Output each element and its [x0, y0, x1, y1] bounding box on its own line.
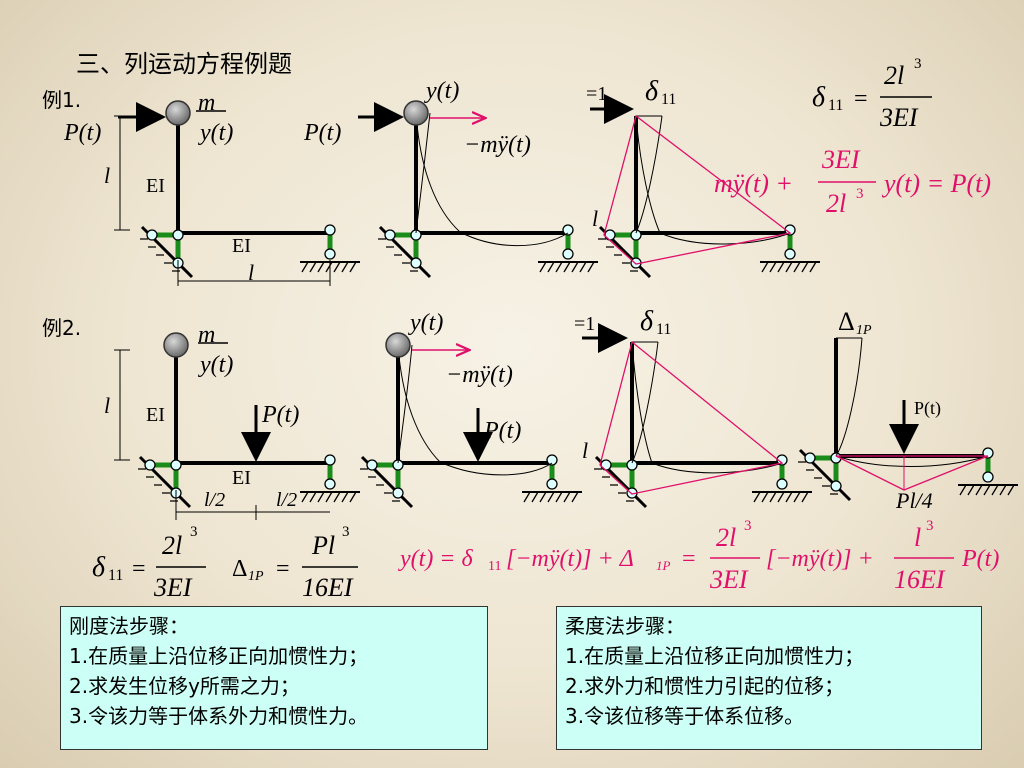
stiffness-step-2: 2.求发生位移y所需之力； [69, 674, 300, 698]
svg-text:=: = [132, 556, 146, 582]
stiffness-step-1: 1.在质量上沿位移正向加惯性力； [69, 644, 369, 668]
inertia-force-label: −mÿ(t) [464, 132, 531, 158]
ex1-unit-load: =1 δ 11 l [586, 76, 820, 277]
svg-text:2l: 2l [884, 61, 904, 90]
svg-text:l: l [914, 523, 921, 552]
flexibility-step-2: 2.求外力和惯性力引起的位移； [565, 674, 845, 698]
ex2-frame-b: y(t) −mÿ(t) P(t) [360, 310, 582, 507]
svg-text:y(t) = P(t): y(t) = P(t) [881, 169, 991, 198]
svg-text:y(t) = δ: y(t) = δ [398, 546, 474, 572]
unit-load-label: =1 [574, 313, 595, 335]
svg-text:Pl: Pl [311, 531, 335, 560]
length-label: l [104, 163, 110, 188]
svg-text:3: 3 [744, 518, 752, 534]
svg-text:2l: 2l [162, 531, 182, 560]
half-length-label: l/2 [204, 489, 225, 511]
stiffness-method-box: 刚度法步骤： 1.在质量上沿位移正向加惯性力； 2.求发生位移y所需之力； 3.… [60, 606, 488, 750]
ei-beam-label: EI [232, 235, 251, 257]
moment-value-label: Pl/4 [895, 488, 933, 513]
svg-text:11: 11 [828, 97, 843, 114]
length-label: l [104, 393, 110, 418]
length-label: l [592, 206, 598, 231]
example1-label: 例1. [42, 88, 82, 112]
section-heading: 三、列运动方程例题 [76, 50, 292, 78]
ex2-load-diagram: Δ 1P P(t) Pl/4 [798, 307, 1018, 513]
svg-text:16EI: 16EI [302, 573, 354, 602]
stiffness-box-title: 刚度法步骤： [69, 614, 189, 638]
length-label: l [248, 260, 254, 285]
ex2-delta1p-formula: Δ 1P = Pl 3 16EI [232, 524, 358, 602]
mass-label: m [198, 90, 215, 116]
ex2-frame-a: m y(t) P(t) l EI EI l/2 l/2 [104, 322, 360, 520]
svg-text:3EI: 3EI [709, 565, 749, 594]
example2-label: 例2. [42, 316, 82, 340]
ei-beam-label: EI [232, 467, 251, 489]
delta-1p-label: Δ [838, 307, 855, 336]
svg-text:3: 3 [856, 186, 864, 202]
flexibility-box-title: 柔度法步骤： [565, 614, 685, 638]
displacement-label: y(t) [424, 78, 459, 104]
svg-text:2l: 2l [826, 189, 846, 218]
displacement-label: y(t) [408, 310, 443, 336]
svg-text:3: 3 [914, 56, 922, 72]
ex1-equation: mÿ(t) + 3EI 2l 3 y(t) = P(t) [714, 145, 991, 218]
svg-text:1P: 1P [248, 569, 264, 584]
svg-text:11: 11 [488, 559, 501, 574]
flexibility-step-3: 3.令该位移等于体系位移。 [565, 704, 805, 728]
displacement-label: y(t) [198, 352, 233, 378]
svg-text:3EI: 3EI [153, 573, 193, 602]
svg-text:=: = [682, 546, 696, 572]
ex1-frame-a: P(t) m y(t) l EI EI l [63, 90, 360, 286]
ei-column-label: EI [146, 404, 165, 426]
unit-load-label: =1 [586, 83, 607, 105]
length-label: l [582, 438, 588, 463]
delta-label: δ [640, 306, 654, 337]
mass-icon [403, 100, 429, 126]
svg-text:Δ: Δ [232, 556, 247, 582]
load-label: P(t) [261, 402, 299, 428]
mass-icon [163, 332, 189, 358]
svg-text:δ: δ [812, 82, 826, 113]
flexibility-step-1: 1.在质量上沿位移正向加惯性力； [565, 644, 865, 668]
svg-text:3EI: 3EI [879, 103, 919, 132]
svg-text:3: 3 [926, 518, 934, 534]
ex2-equation: y(t) = δ 11 [−mÿ(t)] + Δ 1P = 2l 3 3EI [… [398, 518, 999, 594]
svg-text:P(t): P(t) [961, 546, 999, 572]
delta-subscript: 11 [661, 91, 676, 108]
svg-text:[−mÿ(t)] +: [−mÿ(t)] + [766, 546, 874, 572]
svg-text:1P: 1P [656, 558, 671, 573]
displacement-label: y(t) [198, 120, 233, 146]
load-label: P(t) [914, 398, 941, 419]
load-label: P(t) [303, 120, 341, 146]
mass-icon [165, 100, 191, 126]
svg-text:=: = [276, 556, 290, 582]
ex1-frame-b: P(t) y(t) −mÿ(t) [303, 78, 598, 277]
ex2-delta11-formula: δ 11 = 2l 3 3EI [92, 524, 206, 602]
load-label: P(t) [483, 418, 521, 444]
ex1-delta-formula: δ 11 = 2l 3 3EI [812, 56, 932, 132]
svg-text:mÿ(t) +: mÿ(t) + [714, 169, 793, 198]
svg-text:11: 11 [108, 567, 123, 584]
mass-label: m [198, 322, 215, 348]
svg-text:3: 3 [190, 524, 198, 540]
svg-text:3: 3 [342, 524, 350, 540]
svg-text:=: = [854, 86, 868, 112]
stiffness-step-3: 3.令该力等于体系外力和惯性力。 [69, 704, 369, 728]
svg-text:[−mÿ(t)] + Δ: [−mÿ(t)] + Δ [506, 546, 634, 572]
delta-label: δ [645, 76, 659, 107]
ex2-unit-load: =1 δ 11 l [574, 306, 812, 507]
delta-subscript: 11 [656, 321, 671, 338]
inertia-force-label: −mÿ(t) [446, 362, 513, 388]
ei-column-label: EI [146, 175, 165, 197]
delta-1p-subscript: 1P [856, 323, 872, 338]
flexibility-method-box: 柔度法步骤： 1.在质量上沿位移正向加惯性力； 2.求外力和惯性力引起的位移； … [556, 606, 982, 750]
svg-text:3EI: 3EI [821, 145, 861, 174]
mass-icon [385, 332, 411, 358]
svg-text:16EI: 16EI [894, 565, 946, 594]
load-label: P(t) [63, 120, 101, 146]
svg-text:2l: 2l [716, 523, 736, 552]
half-length-label: l/2 [276, 489, 297, 511]
svg-text:δ: δ [92, 552, 106, 583]
